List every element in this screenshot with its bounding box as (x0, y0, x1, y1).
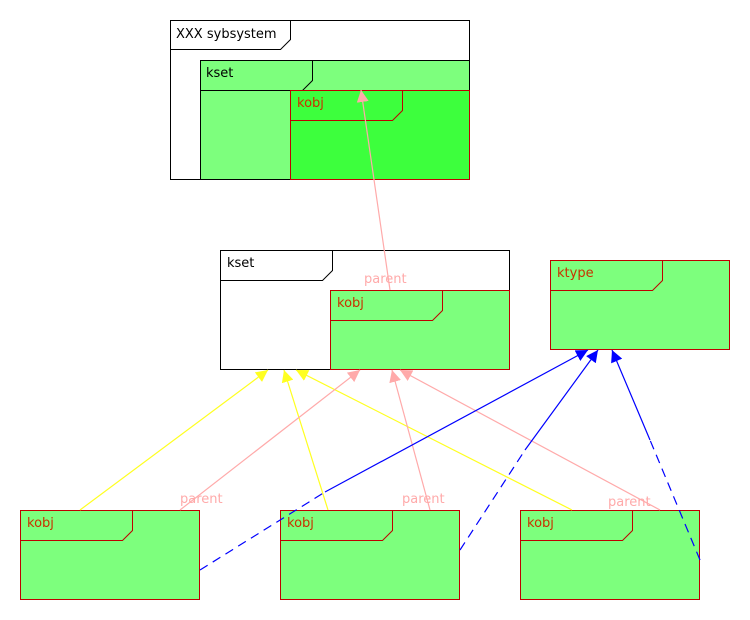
subsystem-kobj-box (290, 90, 470, 180)
kset-title: kset (227, 256, 254, 271)
kobj-box-1 (20, 510, 200, 600)
kobj-box-2 (280, 510, 460, 600)
kset-tab (220, 250, 333, 281)
subsystem-kset-tab (200, 60, 313, 91)
kobj-title-1: kobj (27, 516, 54, 531)
kset-parent-label: parent (364, 272, 407, 287)
kset-kobj-title: kobj (337, 296, 364, 311)
kobj3-parent-edge (399, 369, 661, 511)
subsystem-kset-title: kset (206, 66, 233, 81)
kobj3-ktype-edge (611, 349, 701, 561)
ktype-tab (550, 260, 663, 291)
subsystem-kobj-frame: kobj (290, 90, 470, 180)
ktype-frame: ktype (550, 260, 730, 350)
kobj2-parent-edge (389, 369, 431, 511)
kobj1-parent-edge (179, 369, 361, 511)
kobj1-parent-label: parent (180, 492, 223, 507)
kobj-title-3: kobj (527, 516, 554, 531)
kobj-title-2: kobj (287, 516, 314, 531)
kobj1-kset-edge (79, 369, 269, 511)
kobj-frame-1: kobj (20, 510, 200, 600)
subsystem-title: XXX sybsystem (176, 27, 277, 42)
kset-kobj-box (330, 290, 510, 370)
kobj1-ktype-edge (199, 349, 589, 571)
subsystem-tab (170, 20, 291, 50)
kobj-tab-2 (280, 510, 393, 541)
kset-membership-edges (79, 369, 573, 511)
ktype-edges (199, 349, 701, 571)
kobj-box-3 (520, 510, 700, 600)
subsystem-kobj-title: kobj (297, 96, 324, 111)
ktype-box (550, 260, 730, 350)
subsystem-kobj-tab (290, 90, 403, 121)
kobj3-parent-label: parent (608, 495, 651, 510)
kobj-tab-1 (20, 510, 133, 541)
kobj3-kset-edge (295, 369, 573, 511)
parent-edges (179, 89, 661, 511)
kobj2-ktype-edge (459, 349, 599, 551)
kset-kobj-tab (330, 290, 443, 321)
kobj2-parent-label: parent (402, 492, 445, 507)
kobj-frame-3: kobj (520, 510, 700, 600)
kset-kobj-frame: kobj (330, 290, 510, 370)
kobj-frame-2: kobj (280, 510, 460, 600)
kobj-tab-3 (520, 510, 633, 541)
ktype-title: ktype (557, 266, 594, 281)
kset-kobj-parent-edge (356, 89, 391, 291)
kobj2-kset-edge (281, 369, 329, 511)
